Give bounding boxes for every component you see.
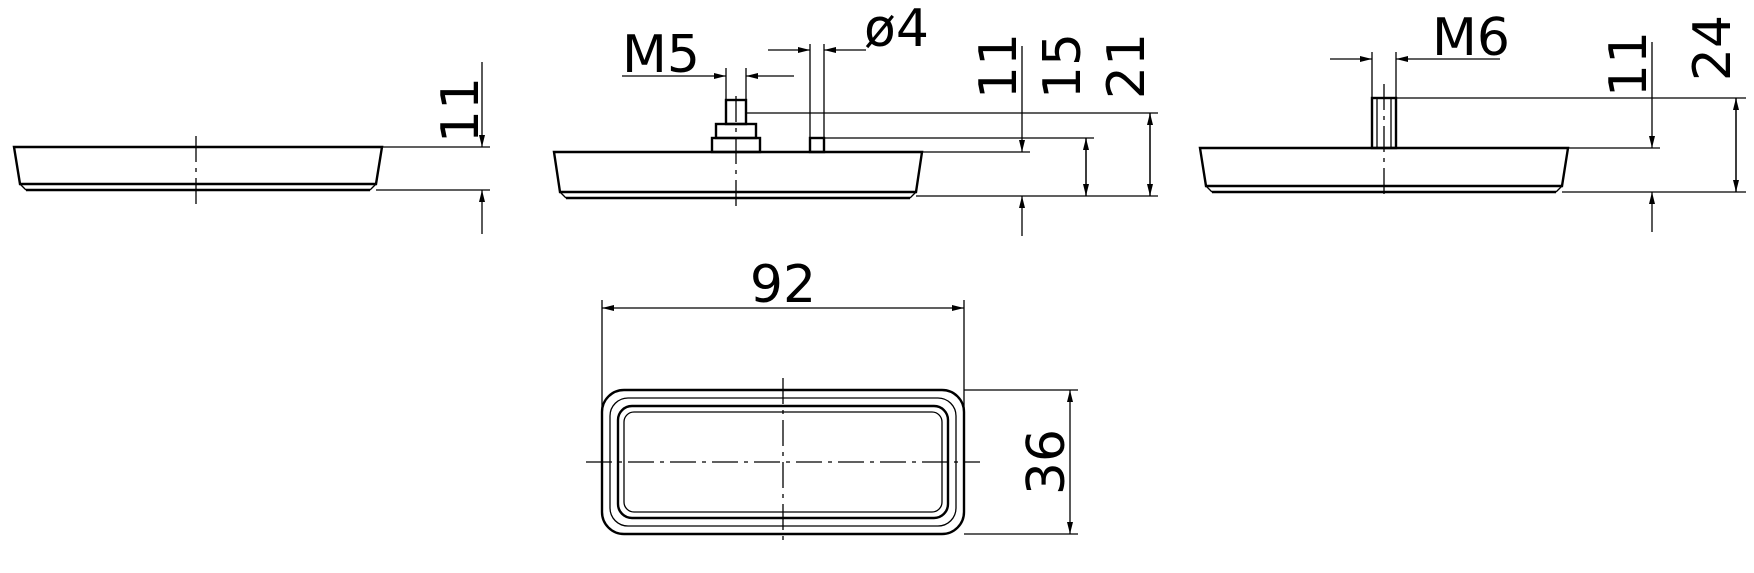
dimension-label-width: 92 (750, 255, 816, 315)
dimension-label-21: 21 (1097, 33, 1157, 99)
dimension-label-pin-diameter: ø4 (864, 0, 929, 59)
dimension-label-thread-m6: M6 (1432, 8, 1510, 68)
tray-body (552, 150, 924, 194)
pin (808, 136, 826, 154)
dimension-label-height: 11 (431, 77, 491, 143)
top-view: 92 36 (586, 255, 1078, 546)
dimension-label-11: 11 (969, 33, 1029, 99)
dimension-label-15: 15 (1033, 33, 1093, 99)
dimension-label-depth: 36 (1017, 429, 1077, 495)
dimension-label-thread-m5: M5 (622, 25, 700, 85)
side-view-plain: 11 (12, 62, 491, 234)
tray-body (12, 145, 384, 186)
m6-stud (1370, 96, 1398, 150)
dimension-label-24: 24 (1683, 15, 1743, 81)
dimension-label-11: 11 (1599, 31, 1659, 97)
m5-stud (710, 98, 762, 154)
side-view-m6: M6 11 24 (1198, 8, 1746, 232)
side-view-m5: M5 ø4 11 15 21 (552, 0, 1158, 236)
